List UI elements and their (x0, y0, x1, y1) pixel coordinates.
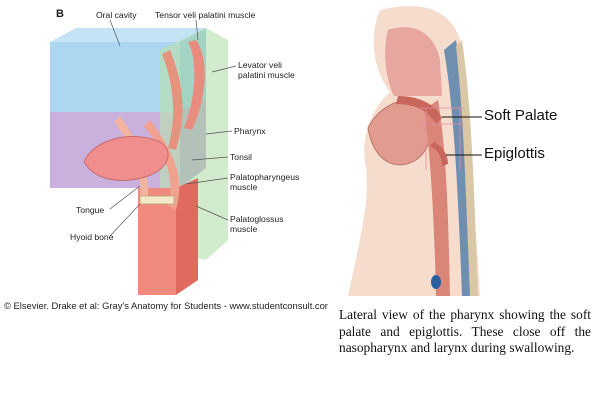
label-tongue: Tongue (76, 205, 105, 215)
label-palatopharyngeus-line1: Palatopharyngeus (230, 172, 300, 182)
label-levator-line2: palatini muscle (238, 70, 295, 80)
label-oral-cavity: Oral cavity (96, 10, 137, 20)
panel-letter: B (56, 8, 64, 20)
spinal-cord (456, 40, 478, 296)
pharynx-tube (424, 100, 450, 296)
figure-caption: Lateral view of the pharynx showing the … (339, 307, 591, 355)
lateral-pharynx-illustration: Soft Palate Epiglottis (330, 0, 600, 300)
pharynx-3d-drawing (50, 19, 237, 295)
label-palatoglossus-line1: Palatoglossus (230, 214, 284, 224)
palatopharyngeus-muscle (144, 120, 180, 210)
levator-muscle (162, 50, 183, 150)
oral-cavity-box-front (50, 42, 180, 112)
lateral-pharynx-drawing (348, 5, 482, 297)
label-levator-line1: Levator veli (238, 60, 282, 70)
nasal-cavity (385, 27, 442, 96)
label-tonsil: Tonsil (230, 152, 252, 162)
right-leader-lines (442, 116, 482, 156)
tensor-muscle (184, 40, 205, 130)
oral-cavity-box-top (50, 28, 206, 42)
lower-column-front (138, 188, 176, 295)
label-pharynx: Pharynx (234, 126, 266, 136)
label-epiglottis: Epiglottis (484, 145, 545, 162)
leader-lines (109, 19, 237, 237)
tongue-shape (83, 135, 169, 181)
trachea-marker (431, 275, 441, 289)
label-palatoglossus-line2: muscle (230, 224, 258, 234)
lower-column-side (176, 178, 198, 295)
label-palatopharyngeus-line2: muscle (230, 182, 258, 192)
epiglottis-shape (430, 142, 448, 166)
label-soft-palate: Soft Palate (484, 107, 558, 124)
soft-palate-shape (396, 96, 442, 124)
label-hyoid-bone: Hyoid bone (70, 232, 114, 242)
hyoid-bone-shape (139, 195, 175, 205)
credit-line: © Elsevier. Drake et al: Gray's Anatomy … (4, 300, 328, 311)
pharynx-3d-illustration: B Oral cavity Tensor veli palatini muscl… (0, 0, 330, 325)
reference-grid (420, 107, 464, 170)
label-tensor-veli-palatini: Tensor veli palatini muscle (155, 10, 256, 20)
